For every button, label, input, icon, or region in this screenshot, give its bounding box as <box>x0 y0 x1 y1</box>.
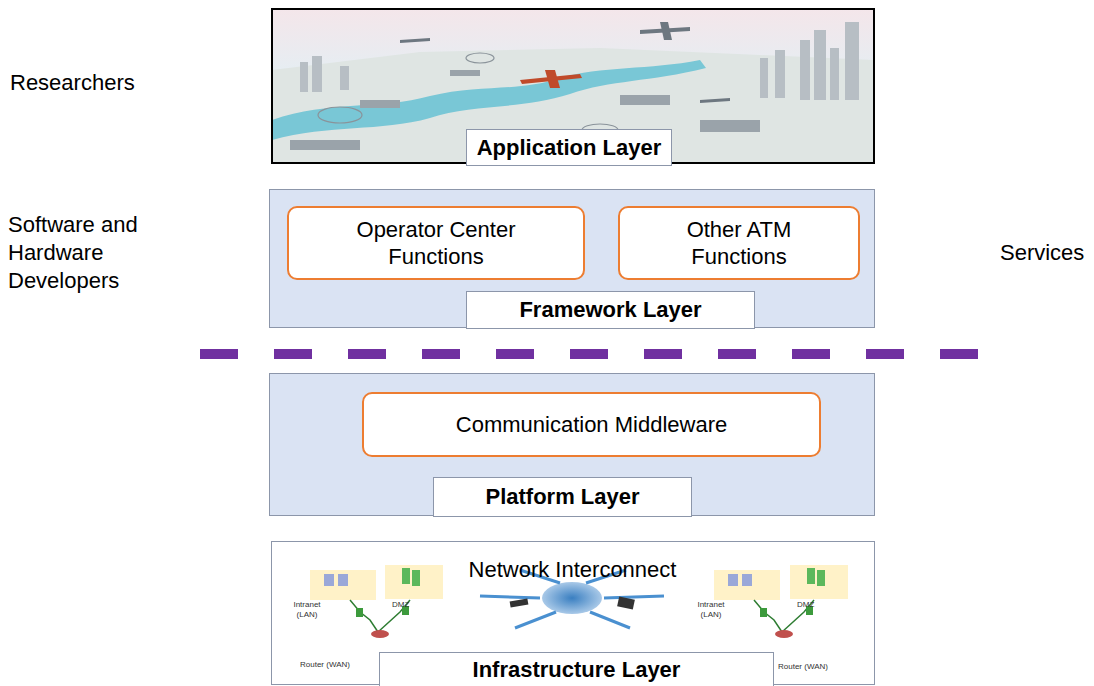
layer-heading: Network Interconnect <box>272 557 873 583</box>
layer-label: Application Layer <box>466 129 673 166</box>
network-caption: Router (WAN) <box>300 660 370 670</box>
box-text: Other ATM Functions <box>664 216 814 270</box>
box-text: Operator Center Functions <box>336 216 536 270</box>
function-box: Other ATM Functions <box>618 206 860 280</box>
middleware-box: Communication Middleware <box>362 392 821 457</box>
role-label: Services <box>1000 240 1090 266</box>
layer-label: Infrastructure Layer <box>379 652 774 686</box>
network-caption: DMZ <box>797 600 837 610</box>
role-label: Software and Hardware Developers <box>8 211 198 295</box>
layer-label: Framework Layer <box>466 291 755 329</box>
divider-line <box>200 349 990 359</box>
network-caption: Intranet (LAN) <box>686 600 736 620</box>
network-caption: Router (WAN) <box>778 662 848 672</box>
box-text: Communication Middleware <box>382 411 802 438</box>
application-layer: Application Layer <box>271 8 875 164</box>
function-box: Operator Center Functions <box>287 206 585 280</box>
layer-label: Platform Layer <box>433 477 692 517</box>
network-caption: Intranet (LAN) <box>282 600 332 620</box>
role-label: Researchers <box>10 70 210 96</box>
platform-layer: Platform Layer Communication Middleware <box>269 373 875 516</box>
network-caption: DMZ <box>392 600 432 610</box>
framework-layer: Framework Layer Operator Center Functions… <box>269 189 875 328</box>
